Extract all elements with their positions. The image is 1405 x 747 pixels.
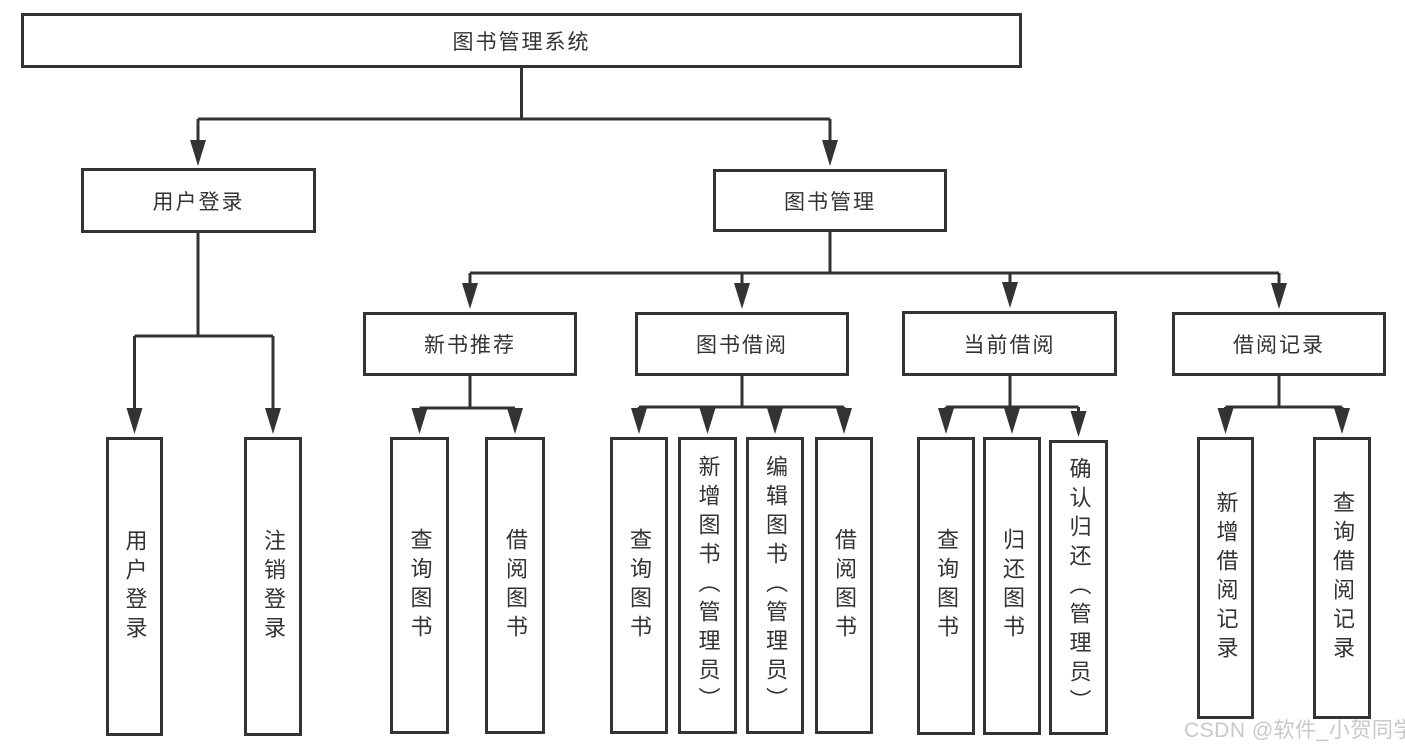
node-add-borrow-record: 新增借阅记录 [1197,437,1254,719]
node-edit-book-admin: 编辑图书（管理员） [746,437,804,734]
node-label: 当前借阅 [963,333,1056,357]
node-book-management: 图书管理 [713,169,947,232]
node-label: 新书推荐 [424,334,516,357]
node-label: 查询图书 [934,528,959,644]
node-label: 图书管理 [784,190,876,214]
node-label: 归还图书 [1000,528,1025,644]
node-label: 查询图书 [627,527,652,644]
node-current-borrowing: 当前借阅 [902,311,1117,376]
watermark: CSDN @软件_小贺同学 [1184,719,1405,742]
node-label: 查询图书 [407,527,433,644]
node-label: 图书管理系统 [452,30,591,54]
node-label: 借阅记录 [1233,334,1325,357]
node-borrow-books: 借阅图书 [815,437,873,734]
node-query-books-borrowing: 查询图书 [610,437,668,734]
node-query-books-current: 查询图书 [917,437,975,735]
node-library-management-system: 图书管理系统 [21,13,1022,68]
node-borrowing-records: 借阅记录 [1172,312,1386,376]
node-label: 借阅图书 [503,527,528,644]
node-new-book-recommendation: 新书推荐 [363,312,577,376]
node-query-borrow-record: 查询借阅记录 [1313,437,1371,719]
node-confirm-return-admin: 确认归还（管理员） [1049,440,1108,735]
node-label: 确认归还（管理员） [1066,457,1092,718]
node-label: 新增借阅记录 [1213,491,1239,665]
node-label: 编辑图书（管理员） [763,455,788,716]
node-user-login: 用户登录 [81,168,316,233]
node-user-login-action: 用户登录 [106,437,163,736]
node-add-book-admin: 新增图书（管理员） [678,437,737,734]
node-logout: 注销登录 [244,437,302,736]
node-return-books: 归还图书 [983,437,1041,735]
node-label: 借阅图书 [832,527,857,644]
node-label: 用户登录 [122,528,148,645]
node-query-books-recommend: 查询图书 [390,437,449,734]
node-label: 用户登录 [152,190,245,214]
node-label: 图书借阅 [696,334,788,357]
node-label: 注销登录 [261,528,286,645]
node-label: 查询借阅记录 [1330,491,1355,665]
node-book-borrowing: 图书借阅 [635,312,849,376]
node-label: 新增图书（管理员） [695,455,721,716]
node-borrow-books-recommend: 借阅图书 [485,437,545,734]
